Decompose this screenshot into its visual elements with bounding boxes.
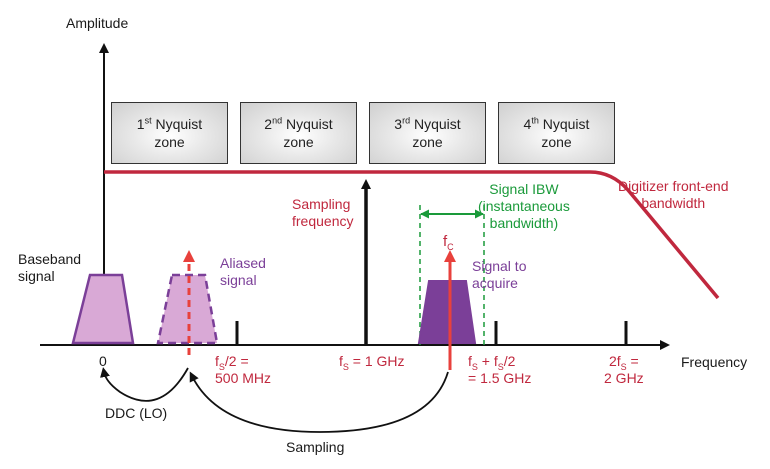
ibw-label: Signal IBW (instantaneous bandwidth) bbox=[478, 181, 570, 232]
zone-1-suffix: st bbox=[144, 115, 152, 126]
zone-3-suffix: rd bbox=[402, 115, 411, 126]
zone-4-ordinal: 4 bbox=[523, 116, 532, 132]
twofs-rest: = bbox=[626, 353, 639, 369]
tick-label-fs: fS = 1 GHz bbox=[339, 353, 405, 372]
twofs-value: 2 GHz bbox=[604, 370, 644, 386]
baseband-label-line1: Baseband bbox=[18, 251, 82, 267]
signal-to-acquire-label: Signal to acquire bbox=[472, 258, 526, 292]
nyquist-zone-3: 3rd Nyquist zone bbox=[369, 102, 486, 164]
half-fs-rest: /2 = bbox=[224, 353, 249, 369]
half-fs-value: 500 MHz bbox=[215, 370, 272, 386]
zone-2-suffix: nd bbox=[272, 115, 283, 126]
onehalf-rest: /2 bbox=[503, 353, 516, 369]
nyquist-zone-4: 4th Nyquist zone bbox=[498, 102, 615, 164]
sampling-frequency-line2: frequency bbox=[292, 213, 354, 229]
ibw-label-line3: bandwidth) bbox=[489, 215, 559, 231]
ddc-curve-arrow bbox=[100, 367, 189, 402]
tick-label-half-fs: fS/2 = 500 MHz bbox=[215, 353, 271, 387]
signal-to-acquire-shape bbox=[417, 280, 477, 344]
baseband-signal-shape bbox=[71, 273, 135, 345]
x-axis-label: Frequency bbox=[681, 354, 748, 370]
onehalf-value: = 1.5 GHz bbox=[468, 370, 532, 386]
aliased-label-line1: Aliased bbox=[220, 255, 266, 271]
zone-2-ordinal: 2 bbox=[264, 116, 273, 132]
zone-2-name: Nyquist bbox=[286, 116, 333, 132]
baseband-label: Baseband signal bbox=[18, 251, 81, 285]
zone-4-word: zone bbox=[541, 134, 572, 150]
zone-3-ordinal: 3 bbox=[394, 116, 403, 132]
onehalf-f: f bbox=[468, 353, 472, 369]
y-axis-label: Amplitude bbox=[66, 15, 129, 31]
carrier-label-f: f bbox=[443, 233, 448, 250]
ibw-label-line2: (instantaneous bbox=[478, 198, 570, 214]
frontend-bandwidth-curve bbox=[104, 170, 720, 300]
zone-1-ordinal: 1 bbox=[136, 116, 145, 132]
aliased-signal-shape bbox=[156, 273, 219, 345]
fs-rest: = 1 GHz bbox=[348, 353, 405, 369]
sampling-label: Sampling bbox=[286, 439, 345, 455]
zone-4-name: Nyquist bbox=[542, 116, 590, 132]
half-fs-f: f bbox=[215, 353, 219, 369]
fs-sub: S bbox=[342, 361, 349, 372]
fs-f: f bbox=[339, 353, 343, 369]
onehalf-sub2: S bbox=[497, 361, 504, 372]
aliased-label: Aliased signal bbox=[220, 255, 266, 289]
nyquist-zone-1: 1st Nyquist zone bbox=[111, 102, 228, 164]
zone-3-word: zone bbox=[412, 134, 443, 150]
baseband-label-line2: signal bbox=[18, 268, 55, 284]
zone-1-name: Nyquist bbox=[155, 116, 203, 132]
zone-1-word: zone bbox=[154, 134, 185, 150]
frontend-label: Digitizer front-end bandwidth bbox=[618, 178, 729, 212]
onehalf-mid: + f bbox=[477, 353, 498, 369]
sampling-curve-arrow bbox=[189, 371, 449, 433]
zone-4-suffix: th bbox=[531, 115, 539, 126]
frontend-label-line2: bandwidth bbox=[641, 195, 706, 211]
tick-label-two-fs: 2fS = 2 GHz bbox=[604, 353, 644, 387]
frontend-label-line1: Digitizer front-end bbox=[618, 178, 729, 194]
twofs-f: 2f bbox=[608, 353, 621, 369]
nyquist-zone-2: 2nd Nyquist zone bbox=[240, 102, 357, 164]
aliased-label-line2: signal bbox=[220, 272, 257, 288]
signal-to-acquire-line1: Signal to bbox=[472, 258, 527, 274]
carrier-label: fC bbox=[443, 233, 454, 252]
ddc-label: DDC (LO) bbox=[105, 405, 168, 421]
sampling-frequency-line1: Sampling bbox=[292, 196, 351, 212]
sampling-frequency-label: Sampling frequency bbox=[292, 196, 353, 230]
twofs-sub: S bbox=[620, 361, 627, 372]
half-fs-sub: S bbox=[218, 361, 225, 372]
tick-label-zero: 0 bbox=[99, 353, 107, 369]
zone-3-name: Nyquist bbox=[414, 116, 461, 132]
signal-to-acquire-line2: acquire bbox=[472, 275, 518, 291]
tick-label-one-half-fs: fS + fS/2 = 1.5 GHz bbox=[468, 353, 531, 387]
ibw-label-line1: Signal IBW bbox=[489, 181, 559, 197]
carrier-label-sub: C bbox=[447, 242, 454, 252]
onehalf-sub: S bbox=[471, 361, 478, 372]
zone-2-word: zone bbox=[283, 134, 314, 150]
